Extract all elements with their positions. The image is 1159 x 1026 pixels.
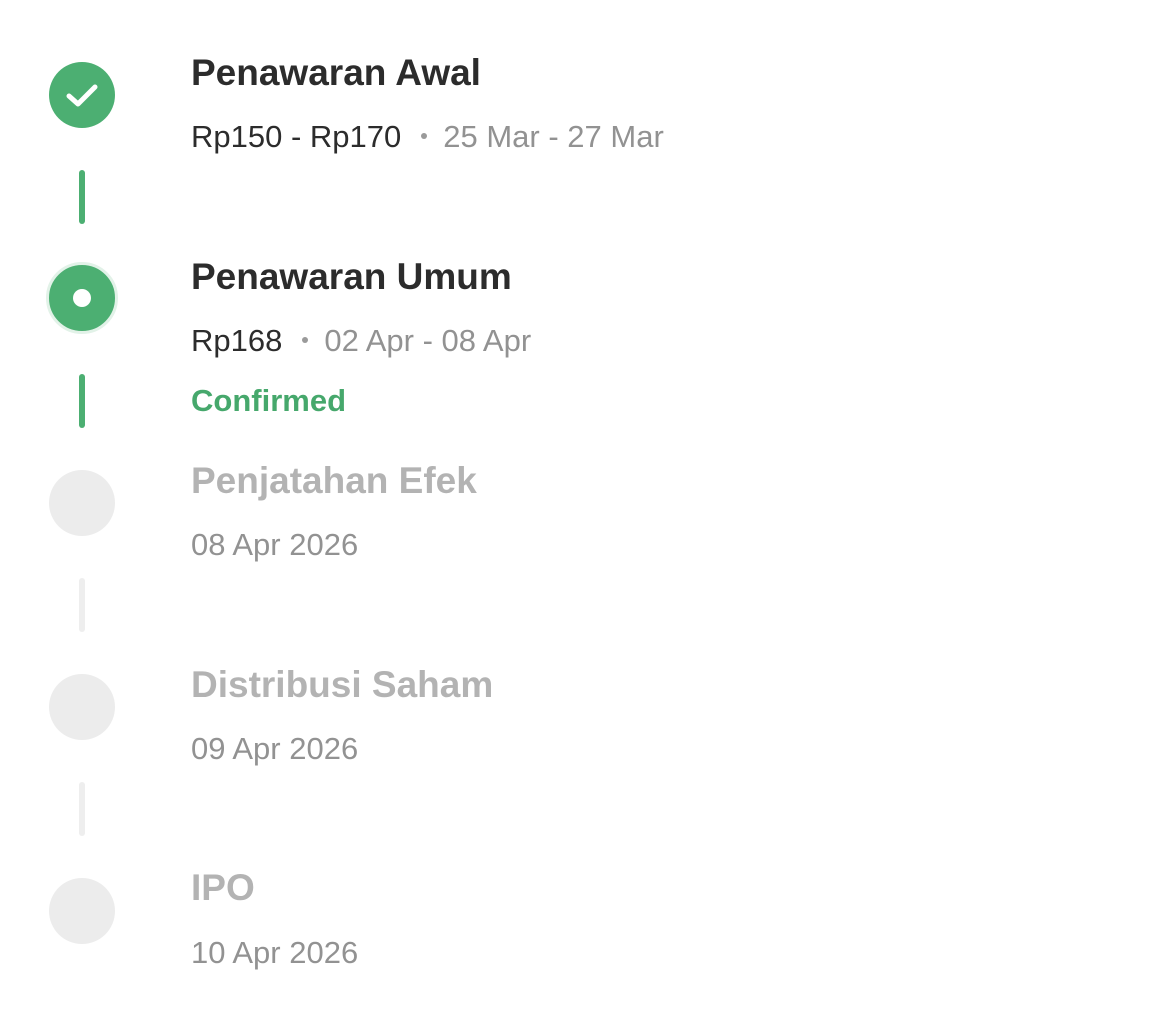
check-icon [66,84,98,107]
current-dot-icon [73,289,91,307]
step-pending-indicator [49,674,115,740]
step-title: Penjatahan Efek [191,460,477,501]
step-details: Rp168 02 Apr - 08 Apr [191,321,531,361]
timeline-connector-complete [79,170,85,224]
step-title: Penawaran Umum [191,256,512,297]
step-current-indicator [46,262,118,334]
step-date: 10 Apr 2026 [191,935,359,970]
step-title: Distribusi Saham [191,664,494,705]
step-date: 08 Apr 2026 [191,527,359,562]
step-pending-indicator [49,470,115,536]
step-title: IPO [191,867,255,908]
step-details: Rp150 - Rp170 25 Mar - 27 Mar [191,117,664,157]
separator-dot [302,336,309,343]
date-range: 25 Mar - 27 Mar [443,119,664,154]
final-price: Rp168 [191,323,283,358]
timeline-connector-pending [79,782,85,836]
price-range: Rp150 - Rp170 [191,119,402,154]
separator-dot [421,132,428,139]
step-date: 09 Apr 2026 [191,731,359,766]
timeline-connector-pending [79,578,85,632]
status-label: Confirmed [191,383,346,418]
date-range: 02 Apr - 08 Apr [324,323,532,358]
timeline-connector-complete [79,374,85,428]
step-pending-indicator [49,878,115,944]
step-title: Penawaran Awal [191,52,481,93]
step-completed-indicator [49,62,115,128]
